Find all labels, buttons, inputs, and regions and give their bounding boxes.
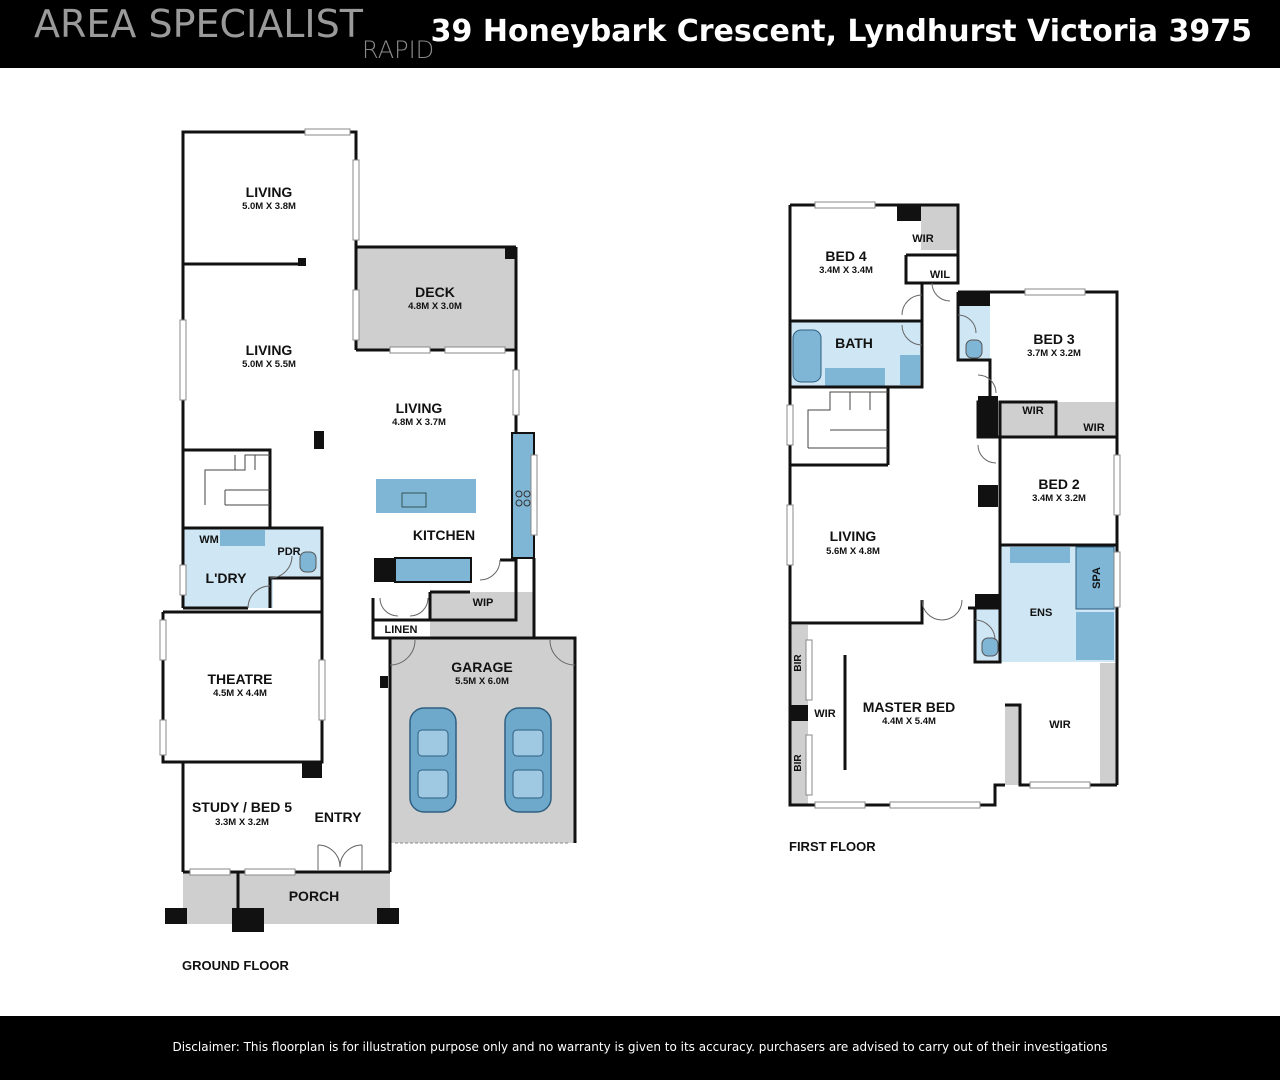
room-bed3-name: BED 3 <box>1033 331 1074 347</box>
room-bed2-size: 3.4M X 3.2M <box>1032 493 1086 504</box>
ground-doors <box>247 555 576 870</box>
room-bir-top: BIR <box>793 654 804 672</box>
room-wir-master-left: WIR <box>814 708 835 720</box>
room-master-size: 4.4M X 5.4M <box>882 716 936 727</box>
room-living-2-name: LIVING <box>246 342 293 358</box>
ground-stairs <box>204 454 270 506</box>
first-stairs <box>807 391 888 449</box>
footer-bar: Disclaimer: This floorplan is for illust… <box>0 1016 1280 1080</box>
cooktop-icon <box>515 490 523 498</box>
room-bath-name: BATH <box>835 335 873 351</box>
brand-logo: AREA SPECIALIST <box>34 2 363 46</box>
ground-floor-plan: LIVING 5.0M X 3.8M DECK 4.8M X 3.0M LIVI… <box>159 128 577 973</box>
room-theatre-name: THEATRE <box>207 671 272 687</box>
room-living-1-name: LIVING <box>246 184 293 200</box>
room-wip-name: WIP <box>473 597 494 609</box>
room-living-3-name: LIVING <box>396 400 443 416</box>
room-bir-bottom: BIR <box>793 754 804 772</box>
room-entry-name: ENTRY <box>315 809 363 825</box>
toilet-icon <box>981 637 999 657</box>
first-windows <box>786 201 1121 809</box>
room-laundry-name: L'DRY <box>206 570 248 586</box>
room-study-size: 3.3M X 3.2M <box>215 817 269 828</box>
room-wil: WIL <box>930 269 950 281</box>
porch-area <box>183 872 390 924</box>
room-bed3-size: 3.7M X 3.2M <box>1027 348 1081 359</box>
bathtub-icon <box>792 329 822 383</box>
room-living-ff-size: 5.6M X 4.8M <box>826 546 880 557</box>
room-bed4-size: 3.4M X 3.4M <box>819 265 873 276</box>
room-garage-size: 5.5M X 6.0M <box>455 676 509 687</box>
room-porch-name: PORCH <box>289 888 340 904</box>
room-wir-bed3: WIR <box>1022 405 1043 417</box>
disclaimer-text: Disclaimer: This floorplan is for illust… <box>172 1040 1108 1054</box>
ground-windows <box>159 128 538 876</box>
toilet-icon <box>965 339 983 359</box>
header-bar: AREA SPECIALIST RAPID 39 Honeybark Cresc… <box>0 0 1280 68</box>
room-deck-name: DECK <box>415 284 455 300</box>
ground-piers <box>165 247 516 932</box>
first-floor-label: FIRST FLOOR <box>789 839 876 854</box>
room-master-name: MASTER BED <box>863 699 956 715</box>
room-kitchen-name: KITCHEN <box>413 527 475 543</box>
brand-logo-sub: RAPID <box>362 36 435 64</box>
room-living-3-size: 4.8M X 3.7M <box>392 417 446 428</box>
fridge-block <box>374 558 394 582</box>
room-ens-name: ENS <box>1030 607 1053 619</box>
room-bed4-name: BED 4 <box>825 248 866 264</box>
room-spa-name: SPA <box>1091 567 1103 589</box>
kitchen-counter <box>394 557 472 583</box>
room-garage-name: GARAGE <box>451 659 512 675</box>
first-piers <box>790 205 1000 721</box>
room-pdr-name: PDR <box>277 546 300 558</box>
room-living-ff-name: LIVING <box>830 528 877 544</box>
property-address: 39 Honeybark Crescent, Lyndhurst Victori… <box>430 14 1252 49</box>
ground-floor-label: GROUND FLOOR <box>182 958 289 973</box>
toilet-icon <box>299 551 317 573</box>
vanity <box>825 368 885 386</box>
car-icon <box>504 707 552 813</box>
room-wir-master-right: WIR <box>1049 719 1070 731</box>
room-deck-size: 4.8M X 3.0M <box>408 301 462 312</box>
room-living-1-size: 5.0M X 3.8M <box>242 201 296 212</box>
room-wm-name: WM <box>199 534 219 546</box>
room-study-name: STUDY / BED 5 <box>192 799 292 815</box>
room-wir-bed4: WIR <box>912 233 933 245</box>
deck-area <box>356 247 516 349</box>
sink-icon <box>401 492 427 508</box>
room-living-2-size: 5.0M X 5.5M <box>242 359 296 370</box>
room-bed2-name: BED 2 <box>1038 476 1079 492</box>
room-linen-name: LINEN <box>385 624 418 636</box>
laundry-bench <box>220 530 265 546</box>
first-doors <box>901 282 997 641</box>
room-wir-bed2: WIR <box>1083 422 1104 434</box>
car-icon <box>409 707 457 813</box>
first-floor-plan: BED 4 3.4M X 3.4M WIR WIL BATH BED 3 3.7… <box>786 201 1121 854</box>
room-theatre-size: 4.5M X 4.4M <box>213 688 267 699</box>
